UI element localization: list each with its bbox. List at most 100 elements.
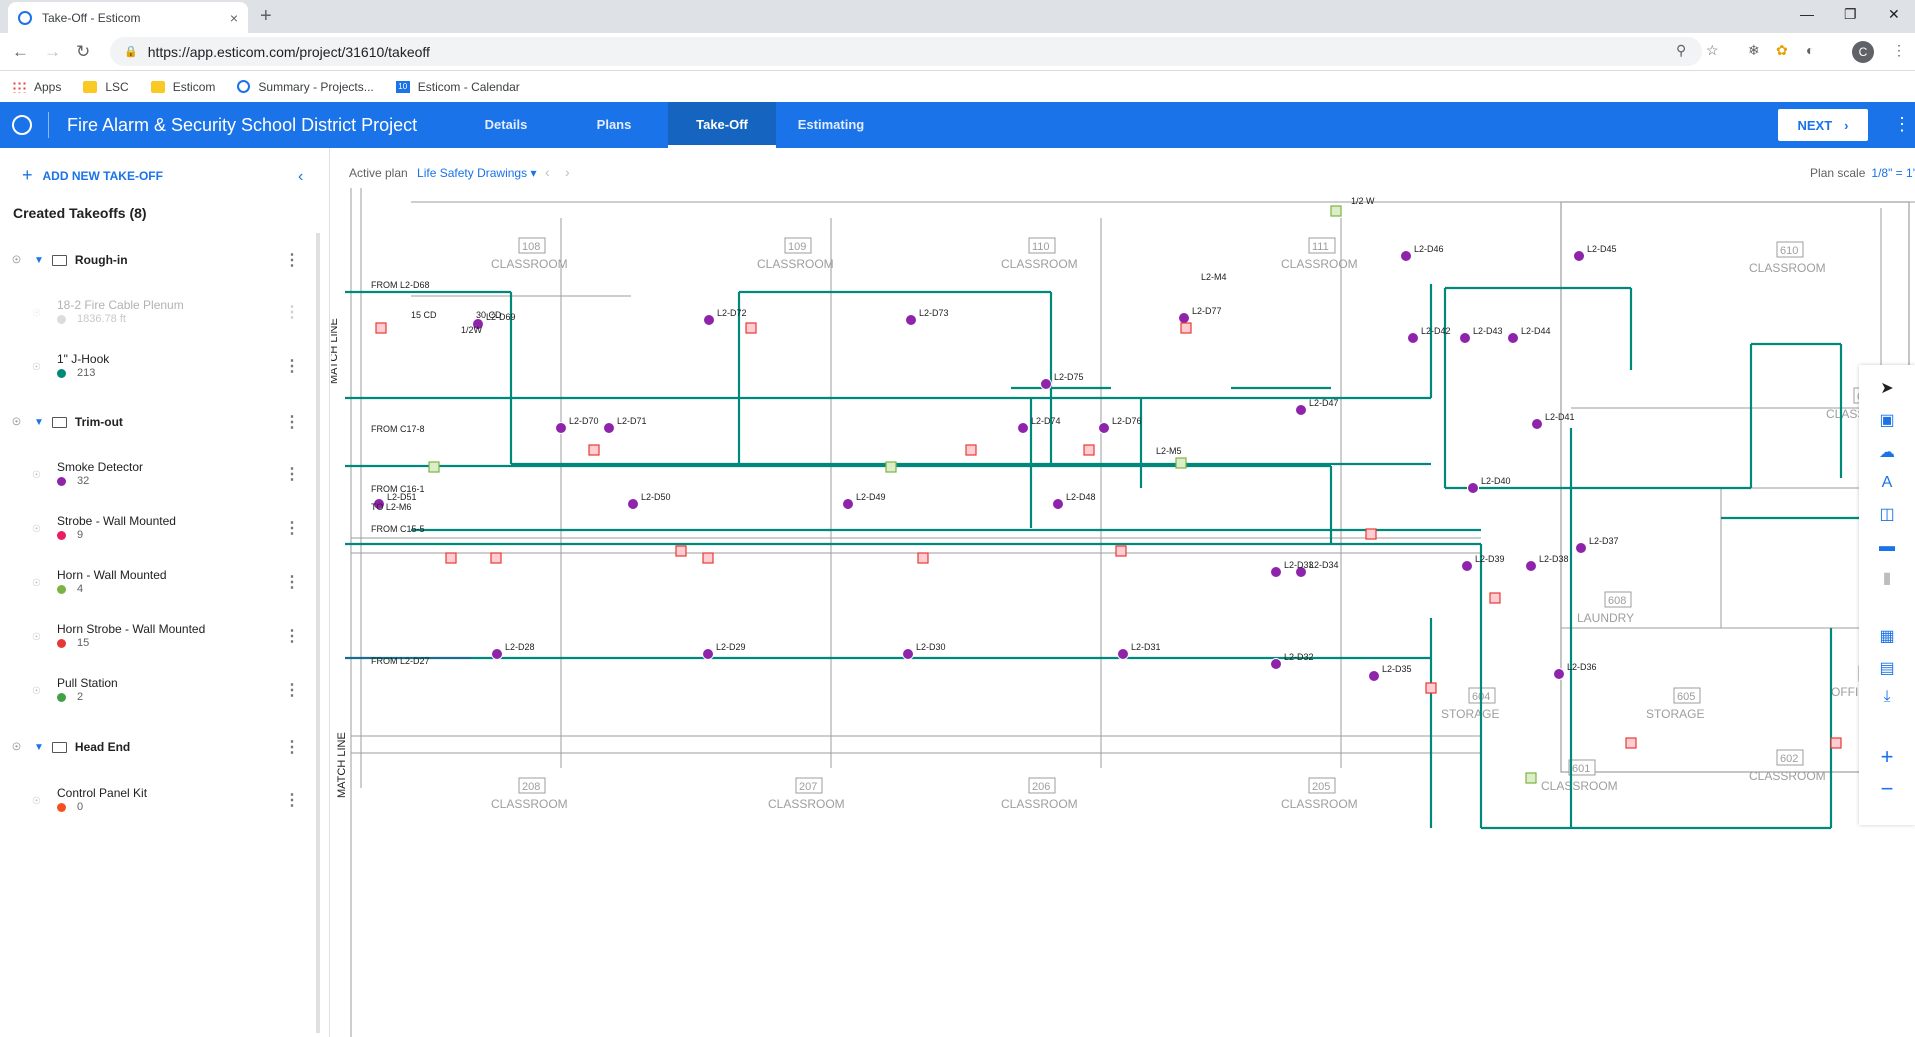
esticom-logo-icon[interactable] [12, 115, 32, 135]
extension-snowflake-icon[interactable]: ❄ [1748, 42, 1760, 58]
room-name: CLASSROOM [1001, 797, 1078, 811]
extension-flower-icon[interactable]: ✿ [1776, 42, 1788, 58]
room-number-box [1776, 241, 1804, 258]
visibility-icon[interactable]: ☉ [32, 632, 41, 643]
layers-icon[interactable]: ▤ [1879, 660, 1895, 677]
group-head-end[interactable]: ☉ ▼ Head End ⋮ [0, 735, 316, 759]
visibility-icon[interactable]: ☉ [12, 254, 21, 266]
address-bar[interactable]: 🔒 https://app.esticom.com/project/31610/… [110, 37, 1702, 66]
back-icon[interactable]: ← [12, 42, 29, 61]
add-new-takeoff-button[interactable]: + ADD NEW TAKE-OFF [22, 165, 163, 186]
item-menu-icon[interactable]: ⋮ [284, 304, 300, 321]
room-name: STORAGE [1646, 707, 1704, 721]
zoom-icon[interactable]: ⚲ [1676, 42, 1687, 58]
collapse-sidebar-icon[interactable]: ‹ [298, 168, 304, 185]
minimize-icon[interactable]: — [1800, 6, 1814, 22]
caret-down-icon[interactable]: ▼ [34, 741, 44, 753]
visibility-icon[interactable]: ☉ [32, 470, 41, 481]
item-menu-icon[interactable]: ⋮ [284, 792, 300, 809]
horn-strobe-marker [1180, 322, 1192, 334]
tab-takeoff[interactable]: Take-Off [668, 102, 776, 148]
tab-estimating[interactable]: Estimating [797, 117, 865, 132]
item-count: 1836.78 ft [77, 313, 126, 325]
restore-icon[interactable]: ❐ [1844, 6, 1857, 22]
group-trim-out[interactable]: ☉ ▼ Trim-out ⋮ [0, 410, 316, 434]
visibility-icon[interactable]: ☉ [32, 308, 41, 319]
active-plan-select[interactable]: Life Safety Drawings ▾ [417, 166, 536, 180]
item-menu-icon[interactable]: ⋮ [284, 682, 300, 699]
tab-details[interactable]: Details [484, 117, 528, 132]
new-tab-button[interactable]: + [260, 5, 272, 27]
cursor-icon[interactable]: ➤ [1880, 380, 1894, 397]
item-menu-icon[interactable]: ⋮ [284, 466, 300, 483]
takeoff-item[interactable]: ☉ Strobe - Wall Mounted 9 ⋮ [0, 514, 316, 550]
visibility-icon[interactable]: ☉ [32, 686, 41, 697]
forward-icon[interactable]: → [44, 42, 61, 61]
ruler-icon[interactable]: ▬ [1879, 538, 1895, 555]
caret-down-icon[interactable]: ▼ [34, 416, 44, 428]
extension-circle-icon[interactable]: ◐ [1806, 42, 1815, 58]
reload-icon[interactable]: ↻ [76, 42, 91, 61]
bookmark-summary[interactable]: Summary - Projects... [237, 80, 374, 94]
takeoff-item[interactable]: ☉ Horn - Wall Mounted 4 ⋮ [0, 568, 316, 604]
text-icon[interactable]: A [1881, 474, 1893, 491]
item-menu-icon[interactable]: ⋮ [284, 574, 300, 591]
group-menu-icon[interactable]: ⋮ [284, 414, 300, 431]
group-rough-in[interactable]: ☉ ▼ Rough-in ⋮ [0, 248, 316, 272]
next-plan-icon[interactable]: › [565, 164, 570, 180]
group-menu-icon[interactable]: ⋮ [284, 739, 300, 756]
item-menu-icon[interactable]: ⋮ [284, 520, 300, 537]
window-close-icon[interactable]: ✕ [1888, 6, 1900, 22]
smoke-detector-label: L2-D50 [641, 492, 671, 502]
previous-plan-icon[interactable]: ‹ [545, 164, 550, 180]
visibility-icon[interactable]: ☉ [12, 416, 21, 428]
sidebar-scrollbar[interactable] [316, 233, 320, 1033]
visibility-icon[interactable]: ☉ [32, 524, 41, 535]
takeoff-item[interactable]: ☉ Horn Strobe - Wall Mounted 15 ⋮ [0, 622, 316, 658]
bookmark-apps[interactable]: Apps [12, 80, 61, 94]
browser-toolbar: ← → ↻ 🔒 https://app.esticom.com/project/… [0, 33, 1915, 71]
bookmark-esticom[interactable]: Esticom [150, 80, 215, 94]
cloud-icon[interactable]: ☁ [1879, 444, 1895, 461]
takeoff-item[interactable]: ☉ 1" J-Hook 213 ⋮ [0, 352, 316, 388]
profile-avatar[interactable]: C [1852, 41, 1874, 63]
compare-icon[interactable]: ◫ [1879, 506, 1895, 523]
smoke-detector-label: L2-D76 [1112, 416, 1142, 426]
visibility-icon[interactable]: ☉ [32, 362, 41, 373]
grid-icon[interactable]: ▦ [1879, 628, 1895, 645]
zoom-in-icon[interactable]: + [1880, 744, 1894, 769]
group-menu-icon[interactable]: ⋮ [284, 252, 300, 269]
item-menu-icon[interactable]: ⋮ [284, 628, 300, 645]
color-dot [57, 369, 66, 378]
visibility-icon[interactable]: ☉ [12, 741, 21, 753]
caret-down-icon[interactable]: ▼ [34, 254, 44, 266]
horn-strobe-marker [1115, 545, 1127, 557]
browser-tab[interactable]: Take-Off - Esticom × [8, 2, 248, 33]
visibility-icon[interactable]: ☉ [32, 578, 41, 589]
browser-menu-icon[interactable]: ⋮ [1892, 42, 1906, 58]
bookmark-star-icon[interactable]: ☆ [1706, 42, 1719, 58]
item-menu-icon[interactable]: ⋮ [284, 358, 300, 375]
smoke-detector-marker [1461, 560, 1473, 572]
room-number-box [1028, 237, 1056, 254]
app-menu-icon[interactable]: ⋮ [1893, 114, 1911, 134]
zoom-out-icon[interactable]: − [1880, 776, 1894, 801]
room-name: CLASSROOM [1281, 797, 1358, 811]
browser-tabstrip: Take-Off - Esticom × + — ❐ ✕ [0, 0, 1915, 33]
trash-icon[interactable]: ▮ [1882, 570, 1892, 587]
tab-plans[interactable]: Plans [596, 117, 632, 132]
tab-close-icon[interactable]: × [229, 9, 238, 26]
area-select-icon[interactable]: ▣ [1879, 412, 1895, 429]
takeoff-item[interactable]: ☉ 18-2 Fire Cable Plenum 1836.78 ft ⋮ [0, 298, 316, 334]
bookmark-lsc[interactable]: LSC [83, 80, 129, 94]
download-icon[interactable]: ⤓ [1883, 688, 1891, 705]
next-button[interactable]: NEXT › [1778, 109, 1868, 141]
takeoff-item[interactable]: ☉ Control Panel Kit 0 ⋮ [0, 786, 316, 822]
visibility-icon[interactable]: ☉ [32, 796, 41, 807]
takeoff-item[interactable]: ☉ Smoke Detector 32 ⋮ [0, 460, 316, 496]
takeoff-item[interactable]: ☉ Pull Station 2 ⋮ [0, 676, 316, 712]
